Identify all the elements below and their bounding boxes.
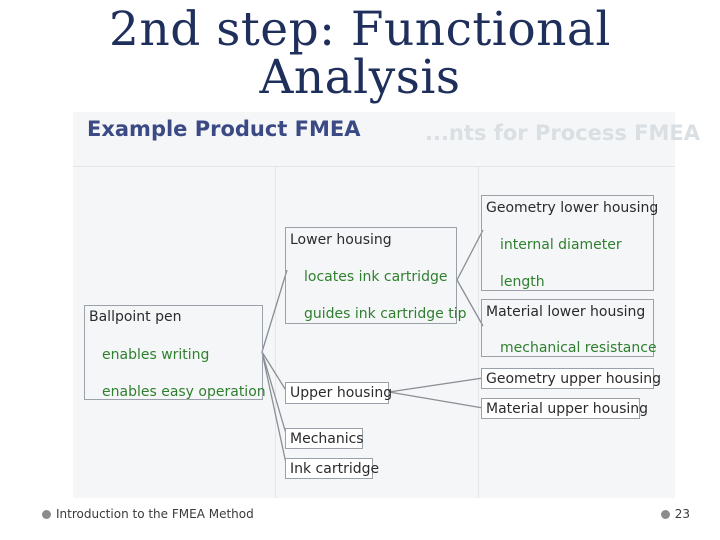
node-mechanics: Mechanics bbox=[285, 428, 364, 449]
background-rule bbox=[275, 166, 276, 498]
node-material-lower-housing: Material lower housing mechanical resist… bbox=[481, 299, 657, 357]
connector-upper-material bbox=[388, 391, 484, 409]
bullet-icon bbox=[660, 510, 670, 519]
node-ink-cartridge: Ink cartridge bbox=[285, 458, 379, 479]
node-lower-housing: Lower housing locates ink cartridge guid… bbox=[285, 227, 466, 324]
node-ballpoint-pen-label: Ballpoint pen bbox=[89, 309, 182, 325]
footer-text: Introduction to the FMEA Method bbox=[56, 507, 254, 521]
background-heading: ...nts for Process FMEA bbox=[425, 121, 700, 145]
node-ballpoint-pen: Ballpoint pen enables writing enables ea… bbox=[84, 305, 266, 400]
page-number: 23 bbox=[674, 507, 690, 521]
function-enables-writing: enables writing bbox=[102, 347, 210, 363]
figure-title: Example Product FMEA bbox=[87, 117, 361, 141]
node-geometry-upper-housing: Geometry upper housing bbox=[481, 368, 661, 389]
connector-pen-ink-cartridge bbox=[261, 351, 288, 469]
footer-right: 23 bbox=[660, 507, 690, 521]
connector-pen-upper-housing bbox=[261, 351, 288, 393]
node-material-lower-housing-label: Material lower housing bbox=[486, 304, 646, 320]
connector-upper-geometry bbox=[388, 377, 484, 393]
node-lower-housing-label: Lower housing bbox=[290, 232, 392, 248]
connector-pen-mechanics bbox=[261, 351, 288, 438]
function-internal-diameter: internal diameter bbox=[500, 237, 622, 253]
footer-left: Introduction to the FMEA Method bbox=[42, 507, 254, 521]
function-mechanical-resistance: mechanical resistance bbox=[500, 340, 657, 356]
node-material-upper-housing: Material upper housing bbox=[481, 398, 648, 419]
node-geometry-lower-housing-label: Geometry lower housing bbox=[486, 200, 659, 216]
background-rule bbox=[73, 166, 675, 167]
node-upper-housing: Upper housing bbox=[285, 382, 392, 404]
connector-pen-lower-housing bbox=[261, 269, 288, 353]
slide-title-line-1: 2nd step: Functional bbox=[109, 2, 611, 57]
node-geometry-lower-housing: Geometry lower housing internal diameter… bbox=[481, 195, 659, 291]
slide-title-line-2: Analysis bbox=[259, 50, 461, 105]
function-enables-easy-operation: enables easy operation bbox=[102, 384, 266, 400]
function-locates-ink-cartridge: locates ink cartridge bbox=[304, 269, 448, 285]
connector-lower-geometry bbox=[456, 229, 484, 281]
slide-title: 2nd step: Functional Analysis bbox=[60, 6, 660, 102]
background-rule bbox=[478, 166, 479, 498]
function-length: length bbox=[500, 274, 545, 290]
function-guides-ink-cartridge-tip: guides ink cartridge tip bbox=[304, 306, 467, 322]
bullet-icon bbox=[42, 510, 51, 519]
connector-lower-material bbox=[456, 279, 484, 327]
